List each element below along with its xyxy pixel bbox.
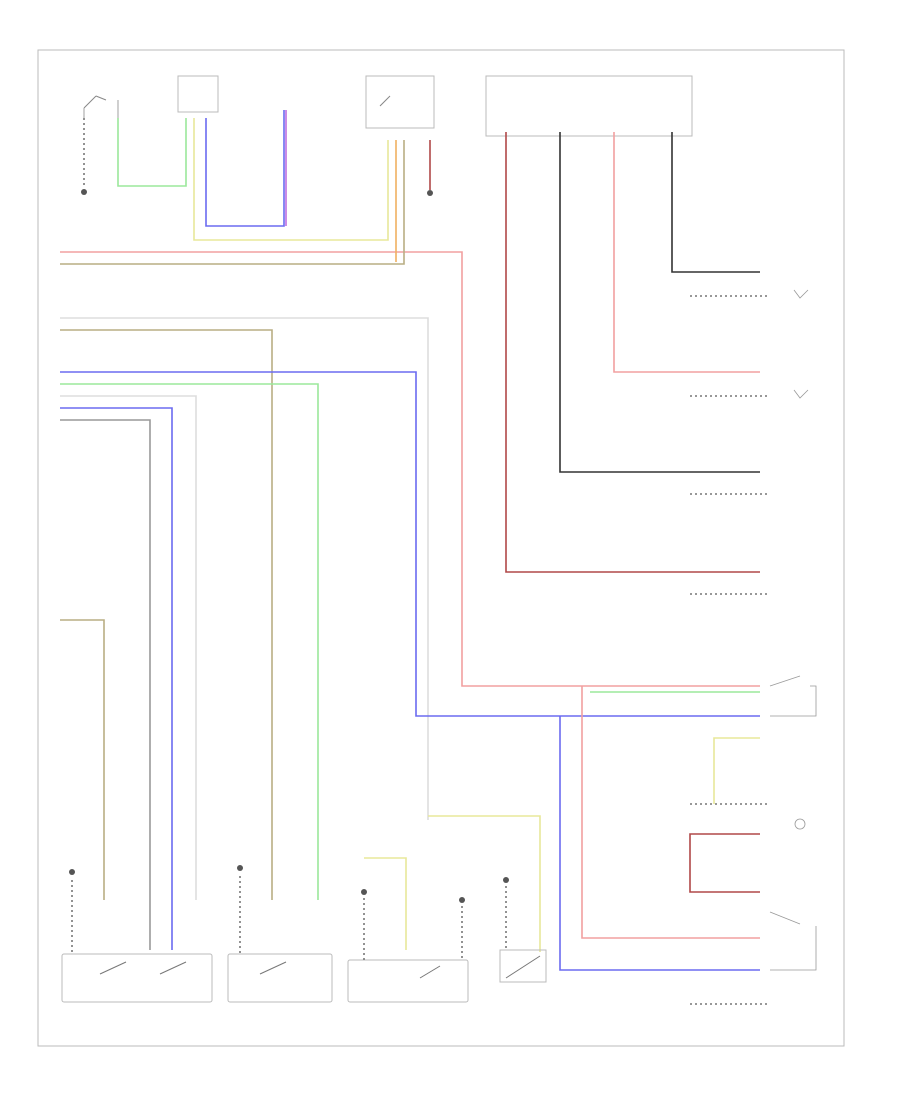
power-relay [365, 75, 435, 129]
ground-icon [459, 897, 465, 903]
ground-points-bottom [69, 865, 509, 903]
ground-icon [503, 877, 509, 883]
wire-white-1 [60, 317, 429, 820]
wire-red-small [689, 833, 760, 893]
connector-icon [485, 75, 693, 137]
fuse-block [177, 75, 219, 113]
wire-yellow-top [193, 118, 389, 241]
seat-switch-1 [61, 953, 213, 1003]
motor-icon [793, 289, 809, 299]
wire-dark-red-tb [505, 132, 760, 573]
module-icon [499, 949, 547, 983]
ground-point-1 [81, 189, 87, 195]
switch-icon [347, 959, 469, 1003]
ground-icon [81, 189, 87, 195]
wire-black-tb2 [671, 132, 760, 273]
wire-gray-left [60, 419, 151, 950]
diagram-frame [37, 49, 845, 1047]
fuse-icon [177, 75, 219, 113]
wire-yellow-low [428, 815, 541, 952]
wire-tan-1 [60, 329, 273, 900]
ground-icon [361, 889, 367, 895]
passenger-motor [769, 675, 817, 717]
wire-yellow-center [364, 857, 407, 950]
ground-icon [237, 865, 243, 871]
wire-green-top [117, 118, 187, 187]
wire-tan-low [60, 619, 105, 900]
control-module [499, 949, 547, 983]
ground-icon [69, 869, 75, 875]
motor-icon [793, 389, 809, 399]
switch-icon [227, 953, 333, 1003]
wire-red-tb [613, 132, 760, 373]
dashed-wires-bottom [71, 876, 507, 960]
seat-switch-3 [347, 959, 469, 1003]
relay-icon [365, 75, 435, 129]
right-rear-motor [793, 289, 809, 299]
bottom-right-switch [769, 911, 817, 971]
switch-icon [61, 953, 213, 1003]
ground-icon [427, 190, 433, 196]
wire-black-tb [559, 132, 760, 473]
wire-white-2 [60, 395, 197, 900]
wire-yellow-right [713, 737, 760, 804]
wire-red-right [581, 686, 760, 939]
switch-icon [769, 675, 817, 717]
switch-icon [83, 95, 107, 109]
wire-blue-left [60, 407, 173, 950]
motor-icon [794, 818, 806, 830]
seat-heater-switch [83, 95, 119, 118]
wire-blue-bus [60, 371, 760, 717]
switch-icon [769, 911, 817, 971]
wire-green-bus [60, 383, 319, 900]
wire-blue-top [205, 110, 285, 227]
driver-motor [794, 818, 806, 830]
ground-point-2 [427, 190, 433, 196]
wire-red-bus [60, 251, 760, 687]
wire-blue-right [559, 716, 760, 971]
left-rear-motor [793, 389, 809, 399]
seat-switch-2 [227, 953, 333, 1003]
terminal-block [485, 75, 693, 137]
wire-orange-bus [60, 140, 405, 265]
